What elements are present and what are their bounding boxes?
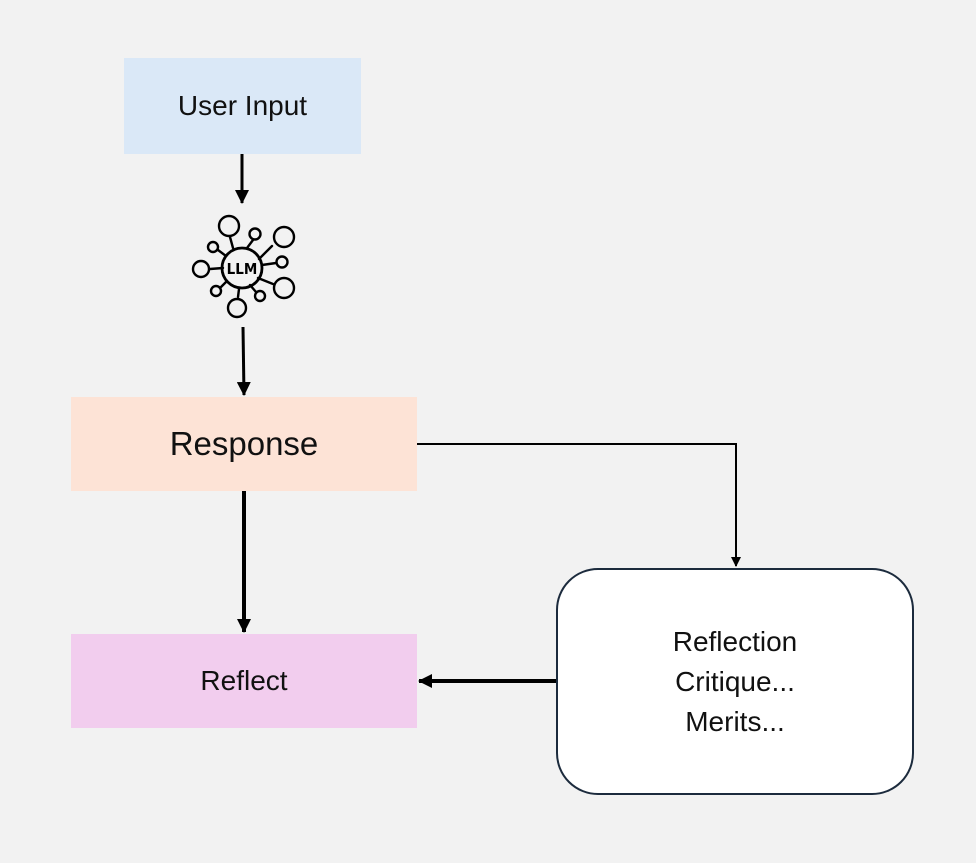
response-node: Response [71, 397, 417, 491]
reflection-node: Reflection Critique... Merits... [556, 568, 914, 795]
reflection-line-3: Merits... [685, 705, 785, 737]
user-input-node: User Input [124, 58, 361, 154]
arrow-llm-to-response [236, 326, 251, 396]
neural-network-icon: LLM [191, 214, 296, 319]
reflect-node: Reflect [71, 634, 417, 728]
reflection-line-1: Reflection [672, 625, 798, 657]
reflect-label: Reflect [200, 665, 288, 696]
reflection-line-2: Critique... [675, 665, 795, 697]
llm-icon-label: LLM [227, 260, 258, 278]
arrow-response-to-reflection [417, 443, 741, 567]
response-label: Response [169, 425, 319, 462]
user-input-label: User Input [177, 90, 308, 121]
